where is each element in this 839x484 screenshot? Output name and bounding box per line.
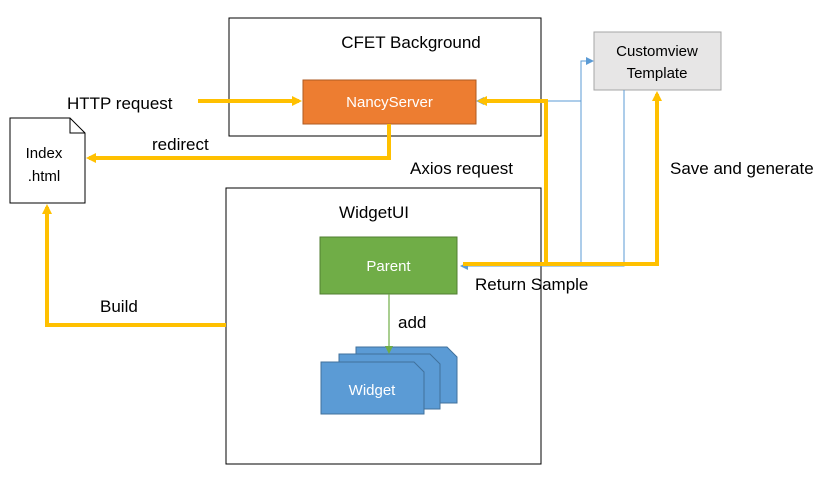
index-html-fold	[69, 118, 85, 134]
cfet-background-title: CFET Background	[341, 33, 481, 52]
build-label: Build	[100, 297, 138, 316]
index-html-label-line2: .html	[28, 168, 61, 185]
redirect-arrow	[86, 124, 391, 163]
parent-node	[319, 236, 458, 295]
save-and-generate-label: Save and generate	[670, 159, 814, 178]
return-sample-label: Return Sample	[475, 275, 588, 294]
widget-label: Widget	[349, 382, 397, 399]
axios-request-label: Axios request	[410, 159, 513, 178]
http-request-label: HTTP request	[67, 94, 173, 113]
template-to-server-connector	[476, 97, 582, 266]
axios-request-arrow	[463, 96, 548, 266]
redirect-label: redirect	[152, 135, 209, 154]
nancy-server-node	[302, 79, 477, 125]
return-sample-connector	[460, 90, 625, 270]
save-and-generate-arrow	[546, 91, 662, 266]
customview-template-node	[593, 31, 722, 91]
build-arrow	[42, 204, 226, 327]
nancy-server-label: NancyServer	[346, 94, 433, 111]
customview-template-label-line1: Customview	[616, 43, 698, 60]
parent-label: Parent	[366, 258, 411, 275]
widget-ui-container	[225, 187, 542, 465]
index-html-document	[9, 117, 86, 204]
cfet-background-container	[228, 17, 542, 137]
widget-stack-front	[320, 361, 425, 415]
add-label: add	[398, 313, 426, 332]
widget-ui-title: WidgetUI	[339, 203, 409, 222]
template-input-connector	[580, 57, 594, 101]
customview-template-label-line2: Template	[627, 65, 688, 82]
index-html-label-line1: Index	[26, 145, 63, 162]
